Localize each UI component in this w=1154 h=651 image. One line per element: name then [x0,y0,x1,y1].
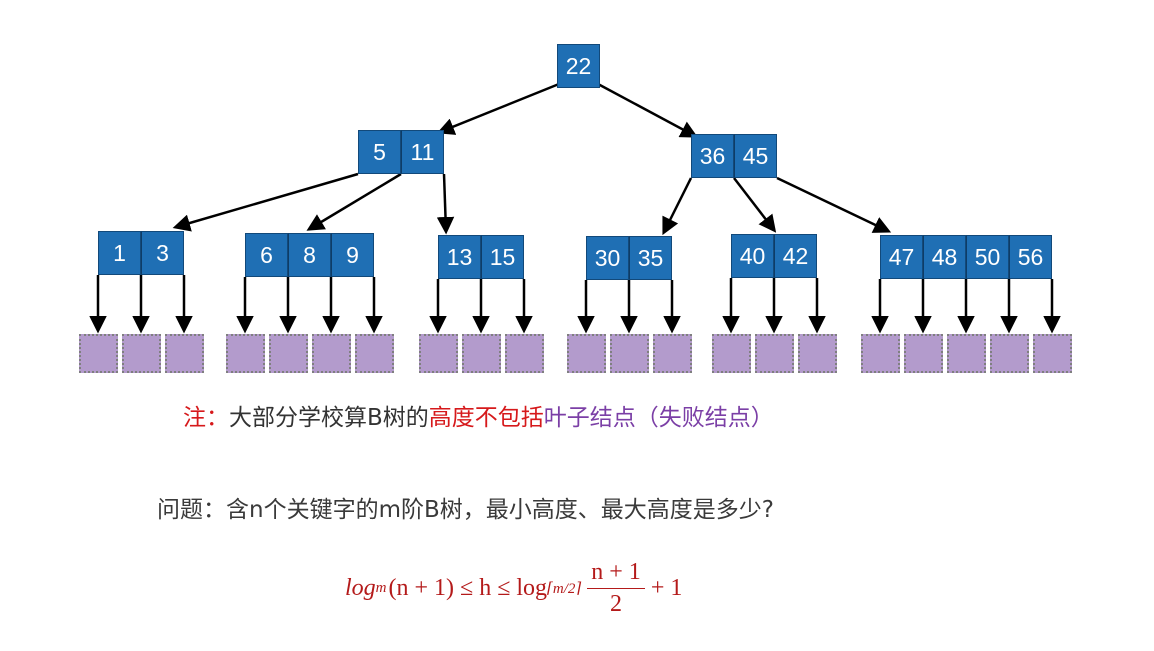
failure-leaf [419,334,458,373]
formula-fraction: n + 1 2 [587,559,645,618]
formula-numerator: n + 1 [587,559,645,589]
key-42: 42 [774,234,817,278]
key-22: 22 [557,44,600,88]
key-9: 9 [331,233,374,277]
edge-arrow [662,177,693,236]
failure-leaf [355,334,394,373]
key-48: 48 [923,235,966,279]
failure-leaf [904,334,943,373]
failure-leaf [567,334,606,373]
failure-leaf [122,334,161,373]
edge-arrow [776,176,892,233]
key-3: 3 [141,231,184,275]
failure-leaf [798,334,837,373]
failure-leaf [947,334,986,373]
key-35: 35 [629,236,672,280]
failure-leaf [312,334,351,373]
failure-leaf [165,334,204,373]
note-highlight-red: 高度不包括 [428,405,544,431]
failure-leaf [712,334,751,373]
key-11: 11 [401,130,444,174]
question-text: 问题：含n个关键字的m阶B树，最小高度、最大高度是多少? [157,497,774,523]
key-40: 40 [731,234,774,278]
failure-leaf [861,334,900,373]
failure-leaf [653,334,692,373]
failure-leaf [1033,334,1072,373]
failure-leaf [755,334,794,373]
formula-log-left: log [345,574,376,601]
failure-leaf [226,334,265,373]
key-13: 13 [438,235,481,279]
failure-leaf [79,334,118,373]
edge-arrow [172,172,359,232]
key-56: 56 [1009,235,1052,279]
edge-arrow [436,173,455,235]
failure-leaf [462,334,501,373]
formula-middle: (n + 1) ≤ h ≤ log [388,574,548,601]
key-45: 45 [734,134,777,178]
note-prefix: 注： [183,405,229,431]
key-6: 6 [245,233,288,277]
key-1: 1 [98,231,141,275]
root-node: 22 [557,44,600,88]
formula-denominator: 2 [610,590,623,617]
key-5: 5 [358,130,401,174]
edge-arrow [733,177,777,233]
edge-arrow [306,172,402,231]
note-body: 大部分学校算B树的 [229,405,429,431]
note-text: 注：大部分学校算B树的高度不包括叶子结点（失败结点） [183,398,774,432]
edge-arrow [436,82,560,135]
failure-leaf [269,334,308,373]
key-36: 36 [691,134,734,178]
failure-leaf [505,334,544,373]
key-50: 50 [966,235,1009,279]
key-15: 15 [481,235,524,279]
key-47: 47 [880,235,923,279]
failure-leaf [990,334,1029,373]
failure-leaf [610,334,649,373]
key-8: 8 [288,233,331,277]
formula-sub-m: m [375,579,387,596]
key-30: 30 [586,236,629,280]
note-highlight-purple: 叶子结点（失败结点） [543,405,774,431]
edge-arrow [597,82,699,138]
formula-tail: + 1 [650,574,683,601]
formula-sub-ceil: ⌈m/2⌉ [547,580,582,597]
